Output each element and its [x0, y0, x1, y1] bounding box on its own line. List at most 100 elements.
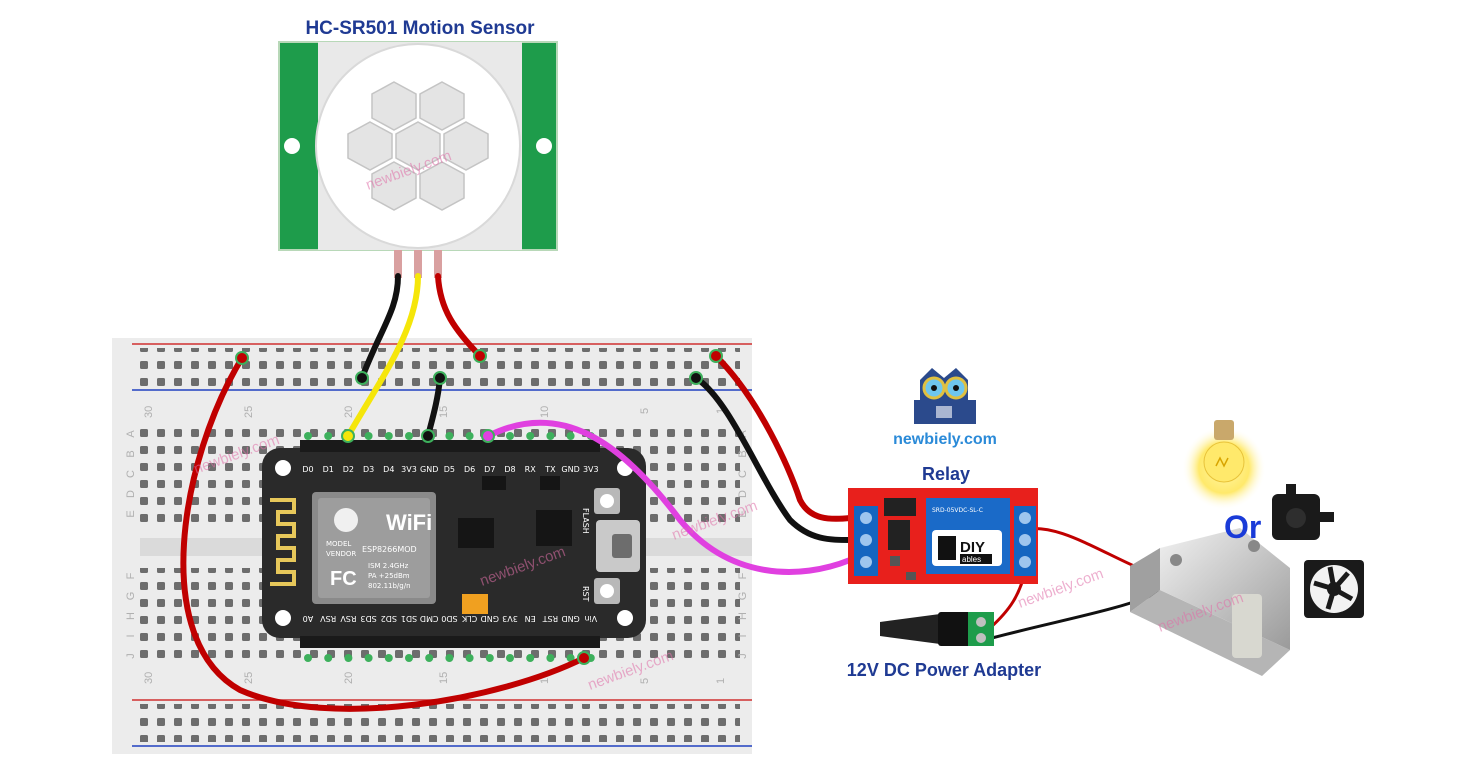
- wire-pir-gnd: [359, 273, 401, 381]
- bb-row-letter-left: H: [125, 612, 137, 620]
- bb-num-top-15: 15: [438, 406, 450, 418]
- header-pin-bottom: [364, 654, 373, 662]
- esp-pin-label-top: D3: [363, 465, 374, 474]
- module-model-label: MODEL: [326, 540, 351, 548]
- lock-latch: [1232, 594, 1262, 658]
- header-pin-bottom: [485, 654, 494, 662]
- header-pin-bottom: [526, 654, 535, 662]
- bb-num-bottom-15: 15: [438, 672, 450, 684]
- capacitor: [462, 594, 488, 614]
- fc-mark: FC: [330, 568, 357, 590]
- bb-row-letter-right: D: [737, 490, 749, 498]
- wire-vin-rail: [180, 355, 587, 712]
- bb-row-letter-left: I: [125, 634, 137, 637]
- esp-pin-label-bottom: Vin: [585, 614, 598, 623]
- bb-num-top-30: 30: [143, 406, 155, 418]
- bb-num-bottom-25: 25: [243, 672, 255, 684]
- bb-row-letter-left: C: [125, 470, 137, 478]
- bb-row-letter-right: I: [737, 634, 749, 637]
- relay-model-label: SRD-05VDC-SL-C: [932, 507, 983, 514]
- module-chip-label: ESP8266MOD: [362, 545, 417, 554]
- wire-relay-vcc: [713, 353, 853, 522]
- antenna-trace: [270, 498, 296, 586]
- owl-logo-icon: [914, 368, 976, 424]
- header-pin-bottom: [344, 654, 353, 662]
- module-std-label: 802.11b/g/n: [368, 582, 411, 590]
- header-pin-top: [445, 432, 454, 440]
- bb-row-letter-left: G: [125, 592, 137, 601]
- esp-pin-label-top: GND: [561, 465, 579, 474]
- wire-endpoints: [235, 349, 723, 665]
- header-pin-top: [364, 432, 373, 440]
- bb-row-letter-right: J: [737, 653, 749, 659]
- diyables-logo-icon: [938, 536, 956, 560]
- espressif-logo-icon: [334, 508, 358, 532]
- esp-pin-label-bottom: A0: [303, 614, 314, 623]
- bb-num-bottom-20: 20: [343, 672, 355, 684]
- bulb-icon: [1182, 420, 1266, 510]
- header-pin-bottom: [425, 654, 434, 662]
- bb-num-bottom-30: 30: [143, 672, 155, 684]
- bb-row-letter-left: D: [125, 490, 137, 498]
- wifi-logo: WiFi: [386, 510, 432, 535]
- dc-power-adapter: [880, 612, 994, 646]
- esp-pin-label-top: D8: [504, 465, 515, 474]
- relay-diy-label: DIY: [960, 539, 985, 556]
- esp-pin-label-top: D6: [464, 465, 475, 474]
- esp-pin-label-bottom: EN: [525, 614, 536, 623]
- bb-num-top-10: 10: [539, 406, 551, 418]
- wires: [180, 273, 1166, 712]
- esp-pin-label-top: GND: [420, 465, 438, 474]
- header-pin-bottom: [546, 654, 555, 662]
- relay-ables-label: ables: [962, 555, 981, 564]
- esp-pin-label-bottom: CLK: [461, 614, 477, 623]
- header-pin-bottom: [445, 654, 454, 662]
- fan-icon: [1304, 560, 1364, 618]
- esp-pin-label-bottom: GND: [561, 614, 579, 623]
- header-pin-top: [546, 432, 555, 440]
- header-pin-bottom: [324, 654, 333, 662]
- bb-row-letter-left: F: [125, 572, 137, 579]
- relay-title: Relay: [922, 464, 970, 484]
- header-pin-top: [465, 432, 474, 440]
- header-pin-bottom: [566, 654, 575, 662]
- esp-pin-label-top: TX: [544, 465, 556, 474]
- esp-pin-label-top: D5: [444, 465, 455, 474]
- esp-pin-label-bottom: CMD: [420, 614, 439, 623]
- esp-pin-label-bottom: GND: [481, 614, 499, 623]
- brand-label: newbiely.com: [893, 431, 997, 448]
- esp-pin-label-bottom: RSV: [340, 614, 357, 623]
- module-vendor-label: VENDOR: [326, 550, 356, 558]
- header-pin-top: [405, 432, 413, 440]
- header-pin-top: [384, 432, 393, 440]
- solenoid-lock: [1130, 528, 1290, 676]
- header-pin-top: [304, 432, 312, 440]
- bb-row-letter-right: G: [737, 592, 749, 601]
- bb-row-letter-right: F: [737, 572, 749, 579]
- header-pin-bottom: [465, 654, 474, 662]
- module-ism-label: ISM 2.4GHz: [368, 562, 409, 570]
- header-pin-top: [566, 432, 575, 440]
- bb-row-letter-left: B: [125, 450, 137, 457]
- bb-num-top-20: 20: [343, 406, 355, 418]
- esp-pin-label-top: D1: [323, 465, 334, 474]
- header-pin-bottom: [304, 654, 312, 662]
- sensor-title: HC-SR501 Motion Sensor: [305, 18, 535, 39]
- esp-pin-label-bottom: RST: [543, 614, 559, 623]
- bb-num-top-25: 25: [243, 406, 255, 418]
- header-pin-bottom: [506, 654, 514, 662]
- lens-hexagons: [347, 81, 489, 211]
- wire-pir-vcc: [435, 273, 483, 359]
- header-pin-bottom: [384, 654, 393, 662]
- bb-row-letter-right: E: [737, 510, 749, 517]
- adapter-title: 12V DC Power Adapter: [847, 660, 1041, 680]
- pir-sensor: [278, 41, 558, 278]
- relay-module: SRD-05VDC-SL-C DIY ables: [848, 488, 1038, 584]
- bb-num-bottom-5: 5: [639, 678, 651, 684]
- esp-pin-label-bottom: RSV: [320, 614, 337, 623]
- bb-row-letter-left: J: [125, 653, 137, 659]
